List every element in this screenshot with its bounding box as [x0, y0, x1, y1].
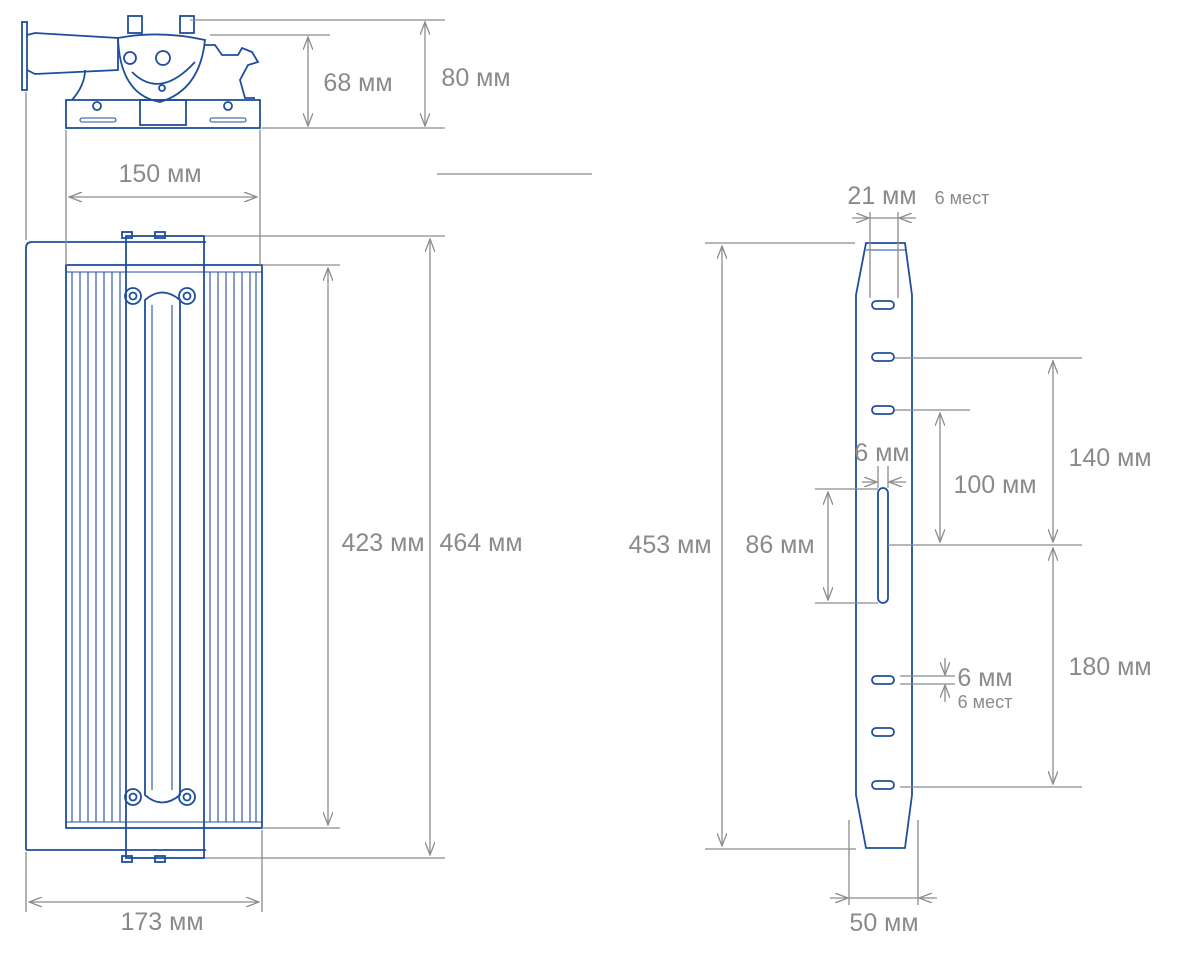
- dim-21: 21 мм: [847, 182, 916, 210]
- dim-150: 150 мм: [118, 160, 201, 188]
- slot-icons: [871, 300, 895, 790]
- dim-86: 86 мм: [745, 531, 814, 559]
- dim-180: 180 мм: [1068, 653, 1151, 681]
- dim-173: 173 мм: [120, 908, 203, 936]
- bolt-icons: [124, 287, 196, 806]
- fixture-front-view: [25, 231, 263, 863]
- dim-80: 80 мм: [441, 64, 510, 92]
- dim-68: 68 мм: [323, 69, 392, 97]
- bracket-dimensions: 453 мм 21 мм 6 мест 140 мм 100 мм 6 мм 8…: [628, 182, 1151, 937]
- count-6-upper: 6 мест: [935, 188, 990, 208]
- dim-6-slot-width: 6 мм: [854, 439, 909, 467]
- dim-6-slot-height: 6 мм: [957, 664, 1012, 692]
- dim-100: 100 мм: [953, 471, 1036, 499]
- bracket-view: [855, 242, 913, 849]
- dim-423: 423 мм: [341, 529, 424, 557]
- mount-top-view: [21, 15, 261, 129]
- dim-140: 140 мм: [1068, 444, 1151, 472]
- count-6-lower: 6 мест: [958, 692, 1013, 712]
- dim-50: 50 мм: [849, 909, 918, 937]
- dim-453: 453 мм: [628, 531, 711, 559]
- fixture-dimensions: 68 мм 80 мм 150 мм 423 мм 464 мм 173 мм: [25, 19, 592, 936]
- dim-464: 464 мм: [439, 529, 522, 557]
